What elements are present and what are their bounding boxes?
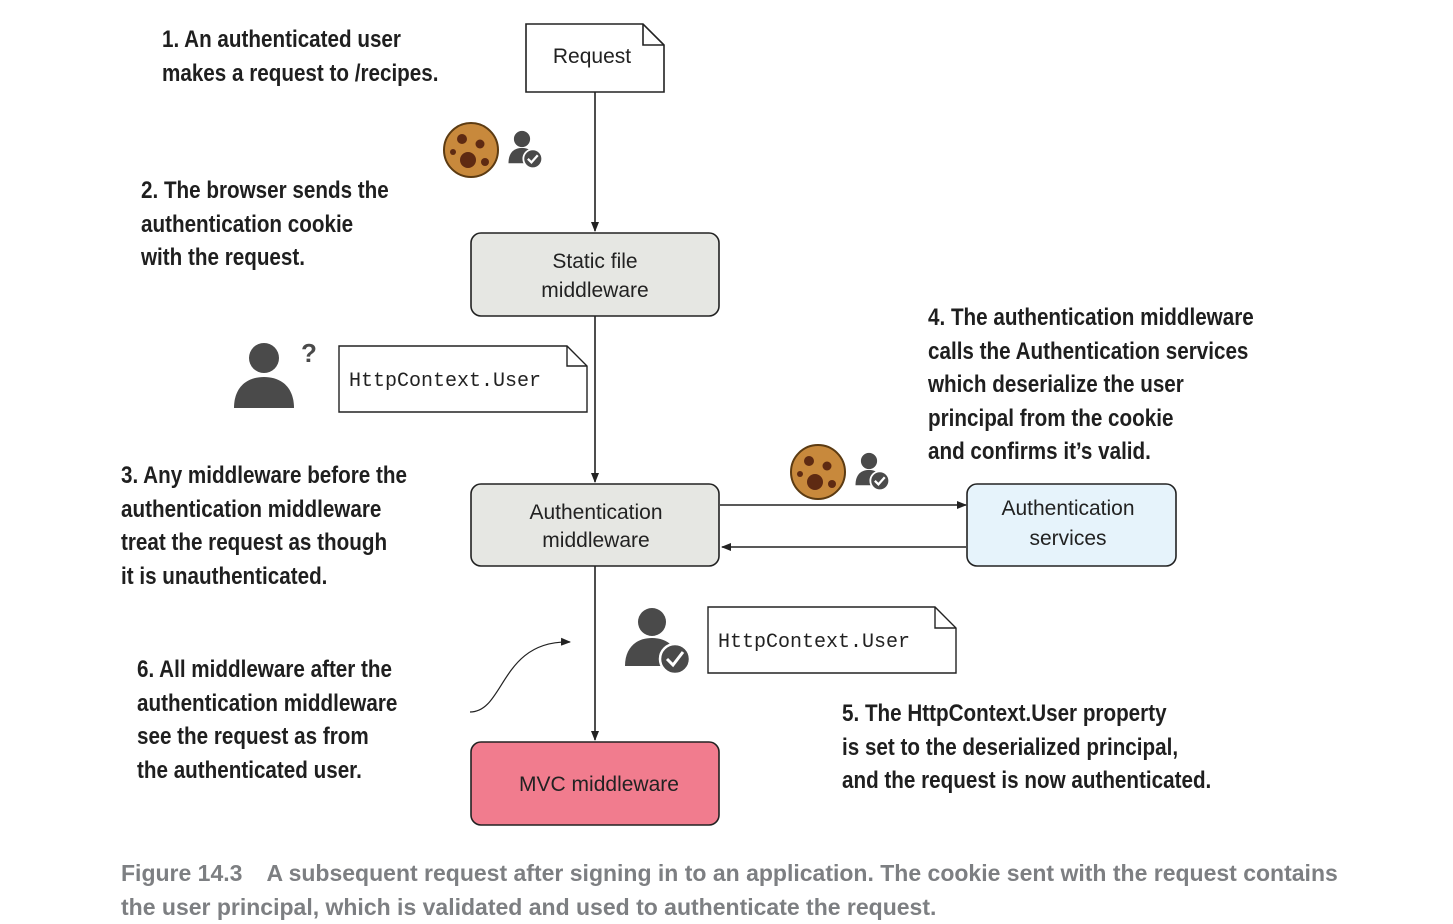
static-file-label-line2: middleware (541, 279, 648, 302)
figure-number: Figure 14.3 (121, 860, 243, 886)
static-file-middleware-node: Static file middleware (470, 232, 720, 317)
httpcontext-user-label-2: HttpContext.User (718, 631, 910, 654)
auth-services-label-line2: services (1029, 527, 1106, 550)
caption-text: A subsequent request after signing in to… (121, 860, 1338, 920)
static-file-label-line1: Static file (552, 250, 637, 273)
request-label: Request (553, 45, 631, 68)
annotation-step-4: 4. The authentication middleware calls t… (928, 304, 1254, 465)
question-mark: ? (301, 338, 317, 368)
authenticated-user-icon (854, 451, 891, 492)
authentication-middleware-node: Authentication middleware (470, 483, 720, 567)
annotation-step-2: 2. The browser sends the authentication … (141, 177, 389, 271)
pointer-curve-step6 (469, 637, 571, 713)
request-node: Request (525, 23, 665, 93)
auth-services-label-line1: Authentication (1001, 497, 1134, 520)
annotation-step-6: 6. All middleware after the authenticati… (137, 656, 398, 784)
annotation-step-1: 1. An authenticated user makes a request… (162, 26, 439, 87)
auth-middleware-label-line1: Authentication (529, 501, 662, 524)
httpcontext-user-note-authenticated: HttpContext.User (707, 606, 957, 674)
authentication-services-node: Authentication services (966, 483, 1177, 567)
unknown-user-icon: ? (234, 338, 317, 408)
httpcontext-user-label-1: HttpContext.User (349, 370, 541, 393)
annotation-step-5: 5. The HttpContext.User property is set … (842, 700, 1212, 794)
authenticated-user-icon (507, 129, 544, 170)
cookie-icon (790, 444, 846, 500)
httpcontext-user-note-unauthenticated: HttpContext.User (338, 345, 588, 413)
annotation-step-3: 3. Any middleware before the authenticat… (121, 462, 407, 590)
auth-middleware-label-line2: middleware (542, 529, 649, 552)
authenticated-user-icon (625, 608, 692, 676)
mvc-label: MVC middleware (519, 773, 679, 796)
cookie-icon (443, 122, 499, 178)
mvc-middleware-node: MVC middleware (470, 741, 720, 826)
